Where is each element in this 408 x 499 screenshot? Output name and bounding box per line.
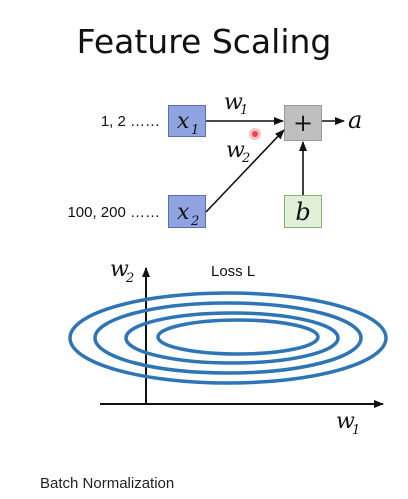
x1-node [168, 105, 206, 137]
loss-contour-4 [156, 318, 320, 356]
bias-node [284, 195, 322, 228]
w2-axis-subscript: 2 [125, 271, 134, 286]
edge-x2-to-sum [205, 129, 285, 213]
cursor-dot [252, 131, 258, 137]
w1-symbol: w [224, 90, 243, 115]
loss-contour-3 [124, 311, 340, 365]
loss-contour-plot: Loss L w 2 w 1 [68, 257, 388, 438]
loss-title: Loss L [211, 263, 255, 280]
x1-input-values: 1, 2 …… [100, 113, 160, 130]
x2-node [168, 195, 206, 228]
x2-input-values: 100, 200 …… [67, 204, 160, 221]
w1-axis-subscript: 1 [352, 423, 360, 438]
sum-node [284, 105, 322, 141]
output-symbol: a [348, 106, 362, 134]
w1-axis-symbol: w [336, 409, 355, 434]
cursor-highlight-dot [249, 128, 261, 140]
w2-symbol: w [226, 138, 245, 163]
loss-contour-2 [93, 301, 363, 375]
w2-subscript: 2 [241, 151, 250, 166]
w1-subscript: 1 [240, 103, 248, 118]
w2-axis-symbol: w [110, 257, 129, 282]
loss-contour-1 [68, 291, 388, 385]
footer-caption: Batch Normalization [40, 475, 175, 492]
slide-title: Feature Scaling [76, 22, 332, 61]
